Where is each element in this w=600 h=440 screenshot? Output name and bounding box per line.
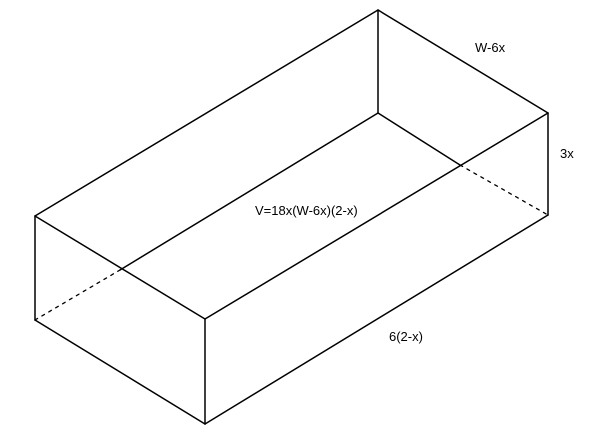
- volume-formula-label: V=18x(W-6x)(2-x): [255, 203, 358, 218]
- top-edge-left-back: [34, 9, 379, 217]
- hidden-edge-back-bottom: [459, 164, 549, 216]
- top-edge-right-front: [204, 112, 549, 320]
- hidden-edge-front-bottom: [34, 269, 121, 321]
- top-edge-back-right: [377, 9, 549, 114]
- inner-floor-edge-right: [377, 112, 461, 166]
- length-dimension-label: 6(2-x): [389, 329, 423, 344]
- height-dimension-label: 3x: [560, 146, 574, 161]
- top-edge-front-left: [34, 215, 206, 320]
- width-dimension-label: W-6x: [475, 40, 506, 55]
- inner-floor-edge-left: [119, 112, 379, 271]
- bottom-edge-right: [204, 214, 549, 425]
- bottom-edge-left: [34, 319, 206, 425]
